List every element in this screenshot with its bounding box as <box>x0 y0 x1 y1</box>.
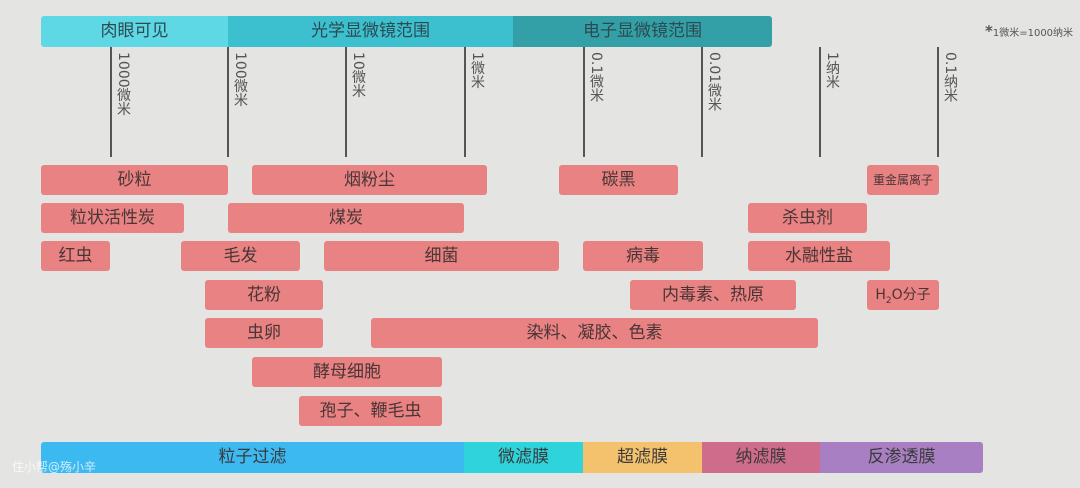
particle-dyes: 染料、凝胶、色素 <box>371 318 818 348</box>
scale-label: 0.1微米 <box>588 52 604 103</box>
watermark: 住小帮@殇小辛 <box>12 460 97 474</box>
h2o-h: H <box>875 287 886 303</box>
scale-tick <box>110 47 112 157</box>
filter-reverse-osmosis: 反渗透膜 <box>820 442 983 473</box>
scale-tick <box>819 47 821 157</box>
scale-label: 1000微米 <box>115 52 131 116</box>
scale-label: 10微米 <box>350 52 366 98</box>
scale-tick <box>937 47 939 157</box>
h2o-rest: O分子 <box>891 287 931 303</box>
particle-pesticide: 杀虫剂 <box>748 203 867 233</box>
unit-note: *1微米=1000纳米 <box>985 22 1073 40</box>
scale-tick <box>345 47 347 157</box>
scale-label: 1纳米 <box>824 52 840 89</box>
scale-label: 0.1纳米 <box>942 52 958 103</box>
header-electron-microscope: 电子显微镜范围 <box>513 16 772 47</box>
h2o-subscript: 2 <box>885 295 892 306</box>
star-icon: * <box>985 22 993 40</box>
particle-virus: 病毒 <box>583 241 703 271</box>
scale-label: 1微米 <box>469 52 485 89</box>
particle-eggs: 虫卵 <box>205 318 323 348</box>
scale-tick <box>464 47 466 157</box>
particle-hair: 毛发 <box>181 241 300 271</box>
particle-bacteria: 细菌 <box>324 241 559 271</box>
particle-pollen: 花粉 <box>205 280 323 310</box>
particle-salt: 水融性盐 <box>748 241 890 271</box>
particle-sand: 砂粒 <box>41 165 228 195</box>
particle-gac: 粒状活性炭 <box>41 203 184 233</box>
scale-tick <box>583 47 585 157</box>
particle-coal: 煤炭 <box>228 203 464 233</box>
particle-heavy-metal: 重金属离子 <box>867 165 939 195</box>
scale-label: 0.01微米 <box>706 52 722 112</box>
scale-tick <box>701 47 703 157</box>
unit-note-text: 1微米=1000纳米 <box>992 28 1074 39</box>
particle-yeast: 酵母细胞 <box>252 357 442 387</box>
particle-smoke: 烟粉尘 <box>252 165 487 195</box>
header-naked-eye: 肉眼可见 <box>41 16 228 47</box>
particle-spores: 孢子、鞭毛虫 <box>299 396 442 426</box>
filter-ultrafiltration: 超滤膜 <box>583 442 702 473</box>
particle-endotoxin: 内毒素、热原 <box>630 280 796 310</box>
header-optical-microscope: 光学显微镜范围 <box>228 16 513 47</box>
particle-carbon-black: 碳黑 <box>559 165 678 195</box>
filter-microfiltration: 微滤膜 <box>464 442 583 473</box>
scale-tick <box>227 47 229 157</box>
scale-label: 100微米 <box>232 52 248 107</box>
filter-nanofiltration: 纳滤膜 <box>702 442 820 473</box>
particle-red-worm: 红虫 <box>41 241 110 271</box>
particle-h2o: H2O分子 <box>867 280 939 310</box>
filter-particle: 粒子过滤 <box>41 442 464 473</box>
